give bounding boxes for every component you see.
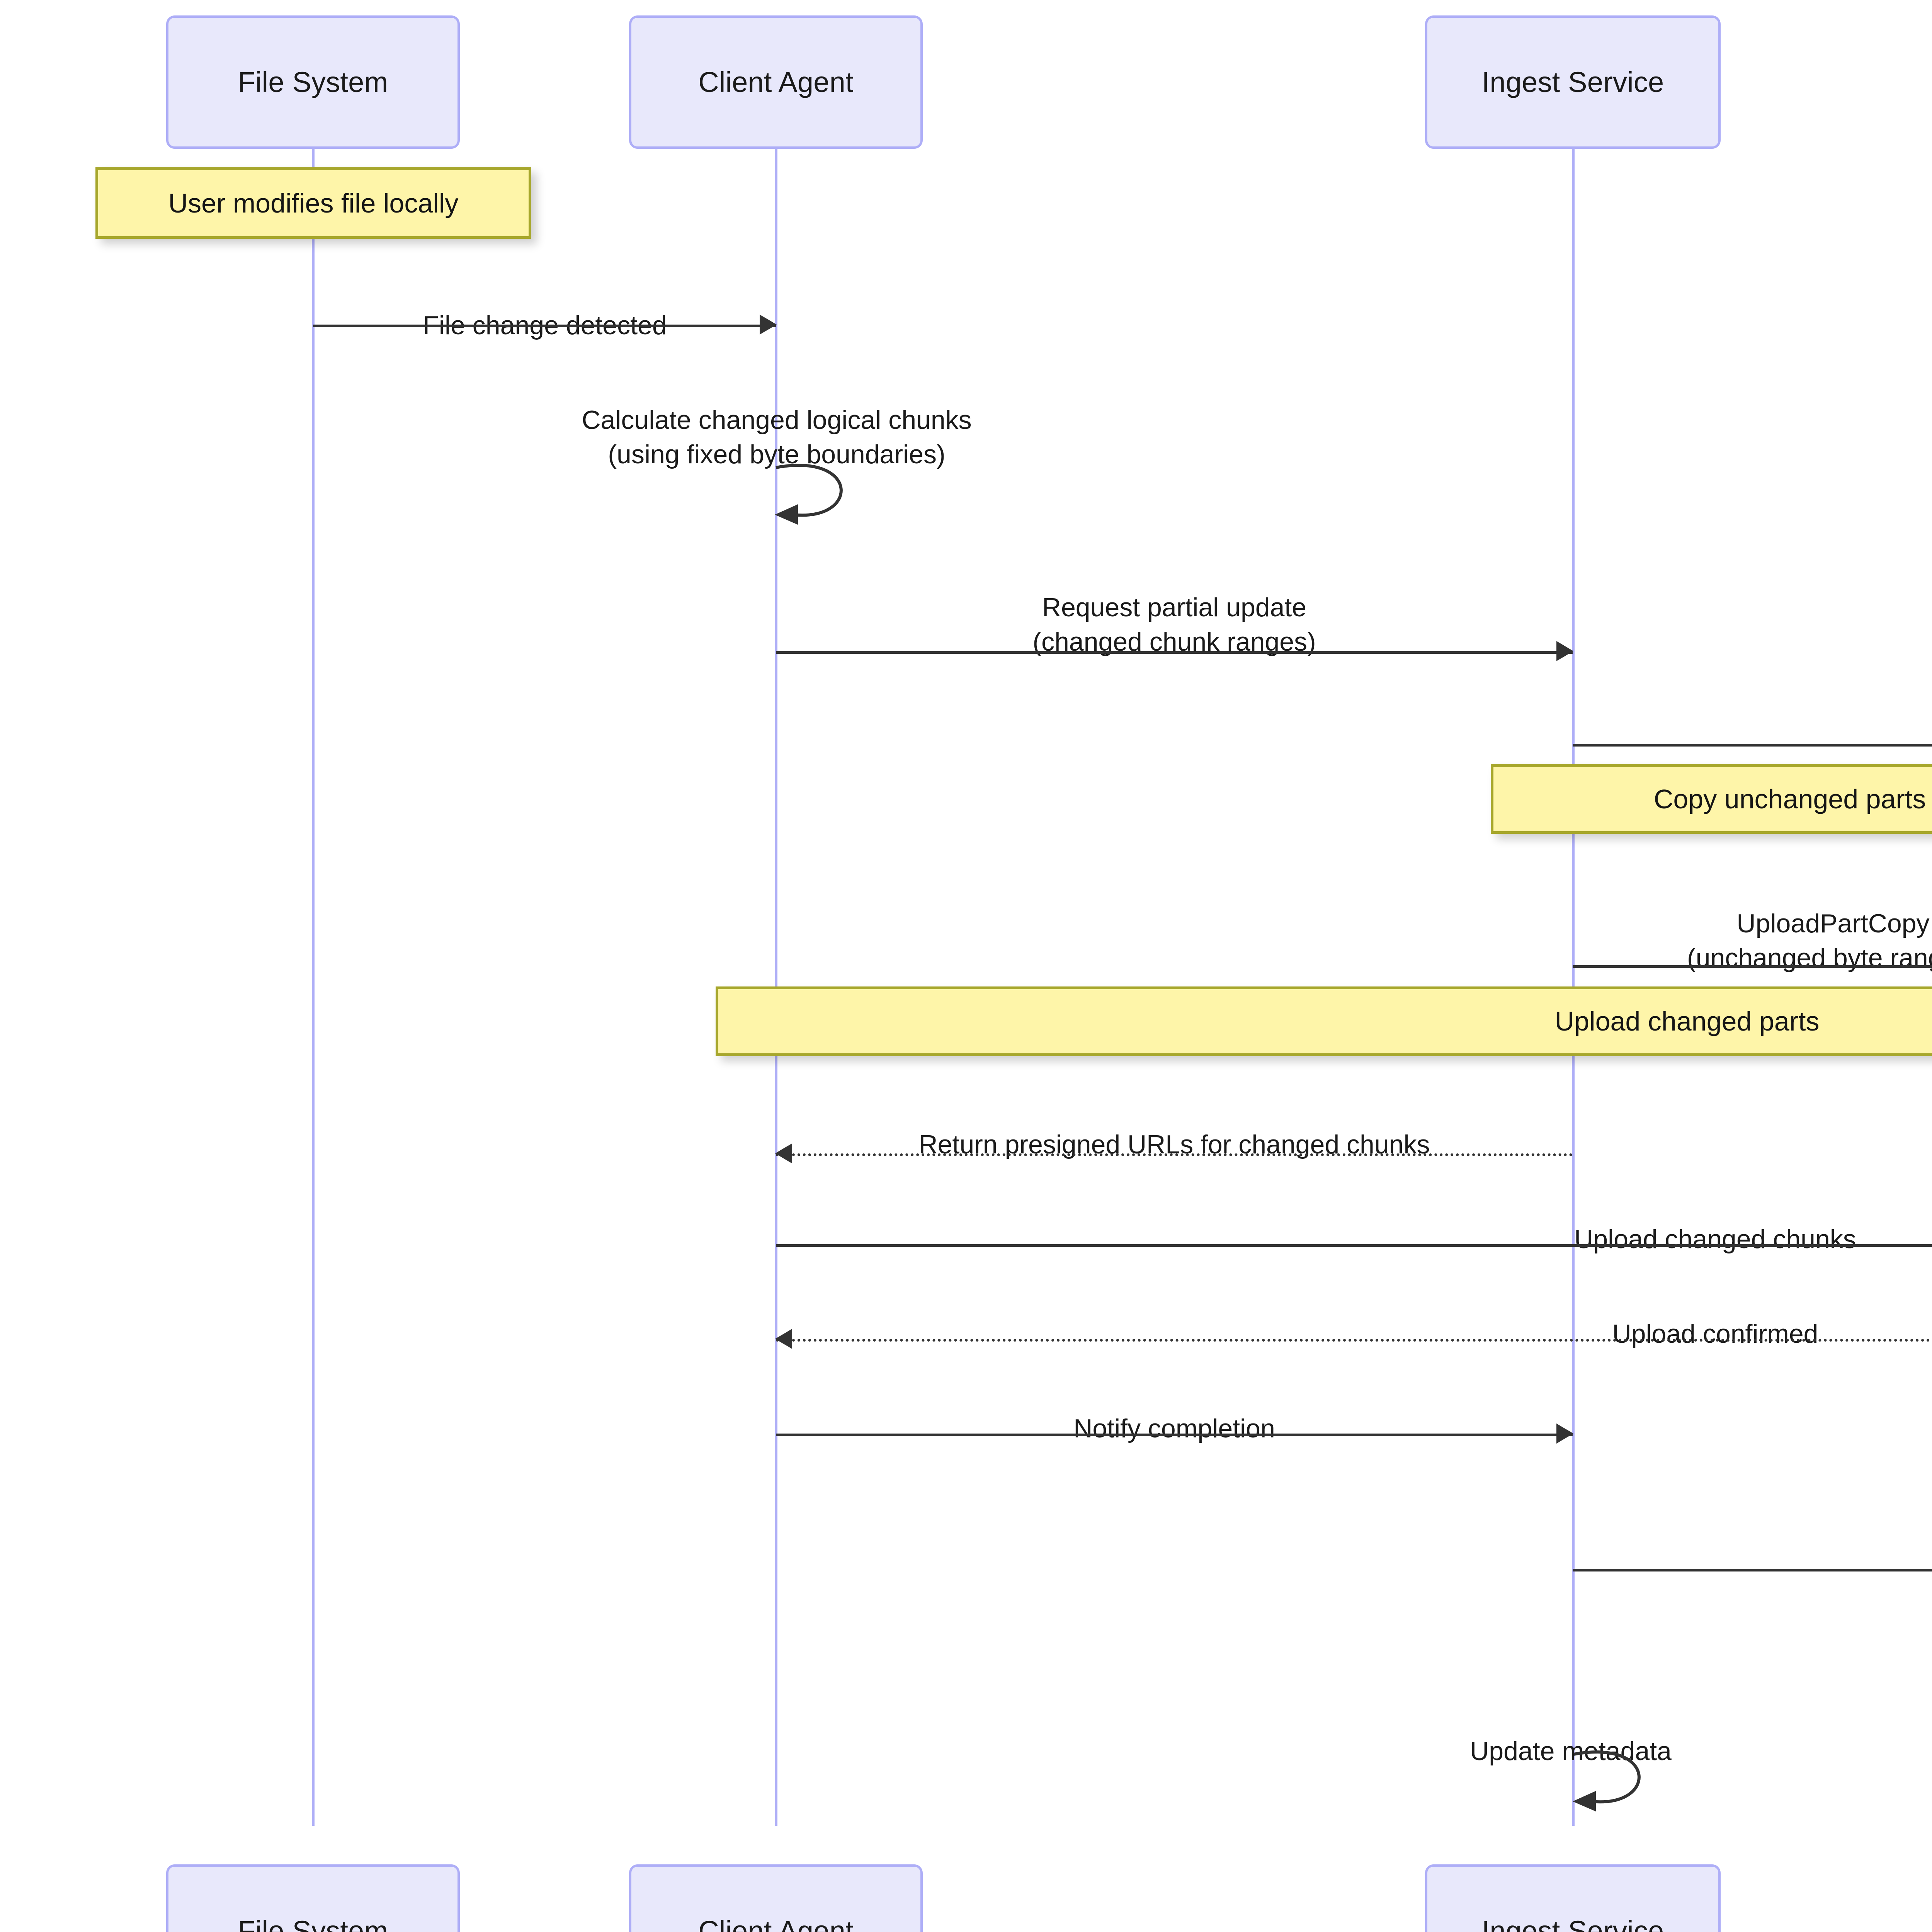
self-loop-update-metadata — [1561, 1743, 1685, 1812]
participant-label: Client Agent — [698, 1915, 854, 1932]
note-user-modifies-file-locally: User modifies file locally — [95, 167, 531, 239]
arrow-line — [1573, 965, 1932, 968]
participant-bottom-file-system[interactable]: File System — [166, 1864, 460, 1932]
arrow-head — [760, 315, 777, 335]
participant-top-ingest-service[interactable]: Ingest Service — [1425, 15, 1721, 149]
arrow-head — [775, 1143, 792, 1163]
note-text: Upload changed parts — [1554, 1006, 1820, 1036]
arrow-line — [1573, 1569, 1932, 1571]
message-arrow-upload-changed-chunks — [776, 1233, 1932, 1256]
note-upload-changed-parts: Upload changed parts — [716, 986, 1932, 1056]
participant-top-client-agent[interactable]: Client Agent — [629, 15, 923, 149]
note-text: User modifies file locally — [168, 188, 459, 218]
participant-label: Ingest Service — [1481, 66, 1664, 98]
message-arrow-initiate-new-multipart-upload — [1573, 732, 1932, 755]
message-label-notify-completion: Notify completion — [1073, 1414, 1275, 1444]
arrow-line — [313, 325, 776, 327]
message-arrow-notify-completion — [776, 1422, 1573, 1445]
arrow-line — [776, 1339, 1932, 1342]
note-text: Copy unchanged parts — [1653, 784, 1926, 814]
arrow-line — [1573, 744, 1932, 747]
participant-top-file-system[interactable]: File System — [166, 15, 460, 149]
self-loop-calculate-chunks — [763, 456, 887, 526]
message-label-update-metadata: Update metadata — [1470, 1736, 1672, 1766]
participant-bottom-ingest-service[interactable]: Ingest Service — [1425, 1864, 1721, 1932]
participant-label: Ingest Service — [1481, 1915, 1664, 1932]
message-arrow-upload-confirmed — [775, 1327, 1932, 1350]
participant-bottom-client-agent[interactable]: Client Agent — [629, 1864, 923, 1932]
message-arrow-complete-multipart-upload — [1573, 1557, 1932, 1580]
arrow-line — [776, 1244, 1932, 1247]
message-label-calculate-changed-logical-chunks: Calculate changed logical chunks (using … — [582, 405, 972, 469]
arrow-line — [776, 1153, 1573, 1156]
participant-label: File System — [238, 1915, 388, 1932]
message-arrow-file-change-detected — [313, 313, 777, 336]
note-copy-unchanged-parts: Copy unchanged parts — [1491, 764, 1932, 834]
self-loop-path — [775, 464, 843, 525]
message-label-upload-changed-chunks: Upload changed chunks — [1574, 1225, 1856, 1254]
arrow-head — [1556, 641, 1573, 661]
arrow-line — [776, 651, 1573, 654]
message-arrow-return-presigned-urls — [775, 1142, 1573, 1165]
self-loop-path — [1573, 1750, 1641, 1811]
arrow-head — [1556, 1423, 1573, 1444]
message-arrow-upload-part-copy — [1573, 954, 1932, 977]
message-arrow-request-partial-update — [776, 639, 1573, 663]
participant-label: Client Agent — [698, 66, 854, 98]
participant-label: File System — [238, 66, 388, 98]
message-label-upload-confirmed: Upload confirmed — [1612, 1319, 1818, 1349]
arrow-line — [776, 1434, 1573, 1436]
arrow-head — [775, 1329, 792, 1349]
lifeline-file-system — [312, 149, 315, 1826]
